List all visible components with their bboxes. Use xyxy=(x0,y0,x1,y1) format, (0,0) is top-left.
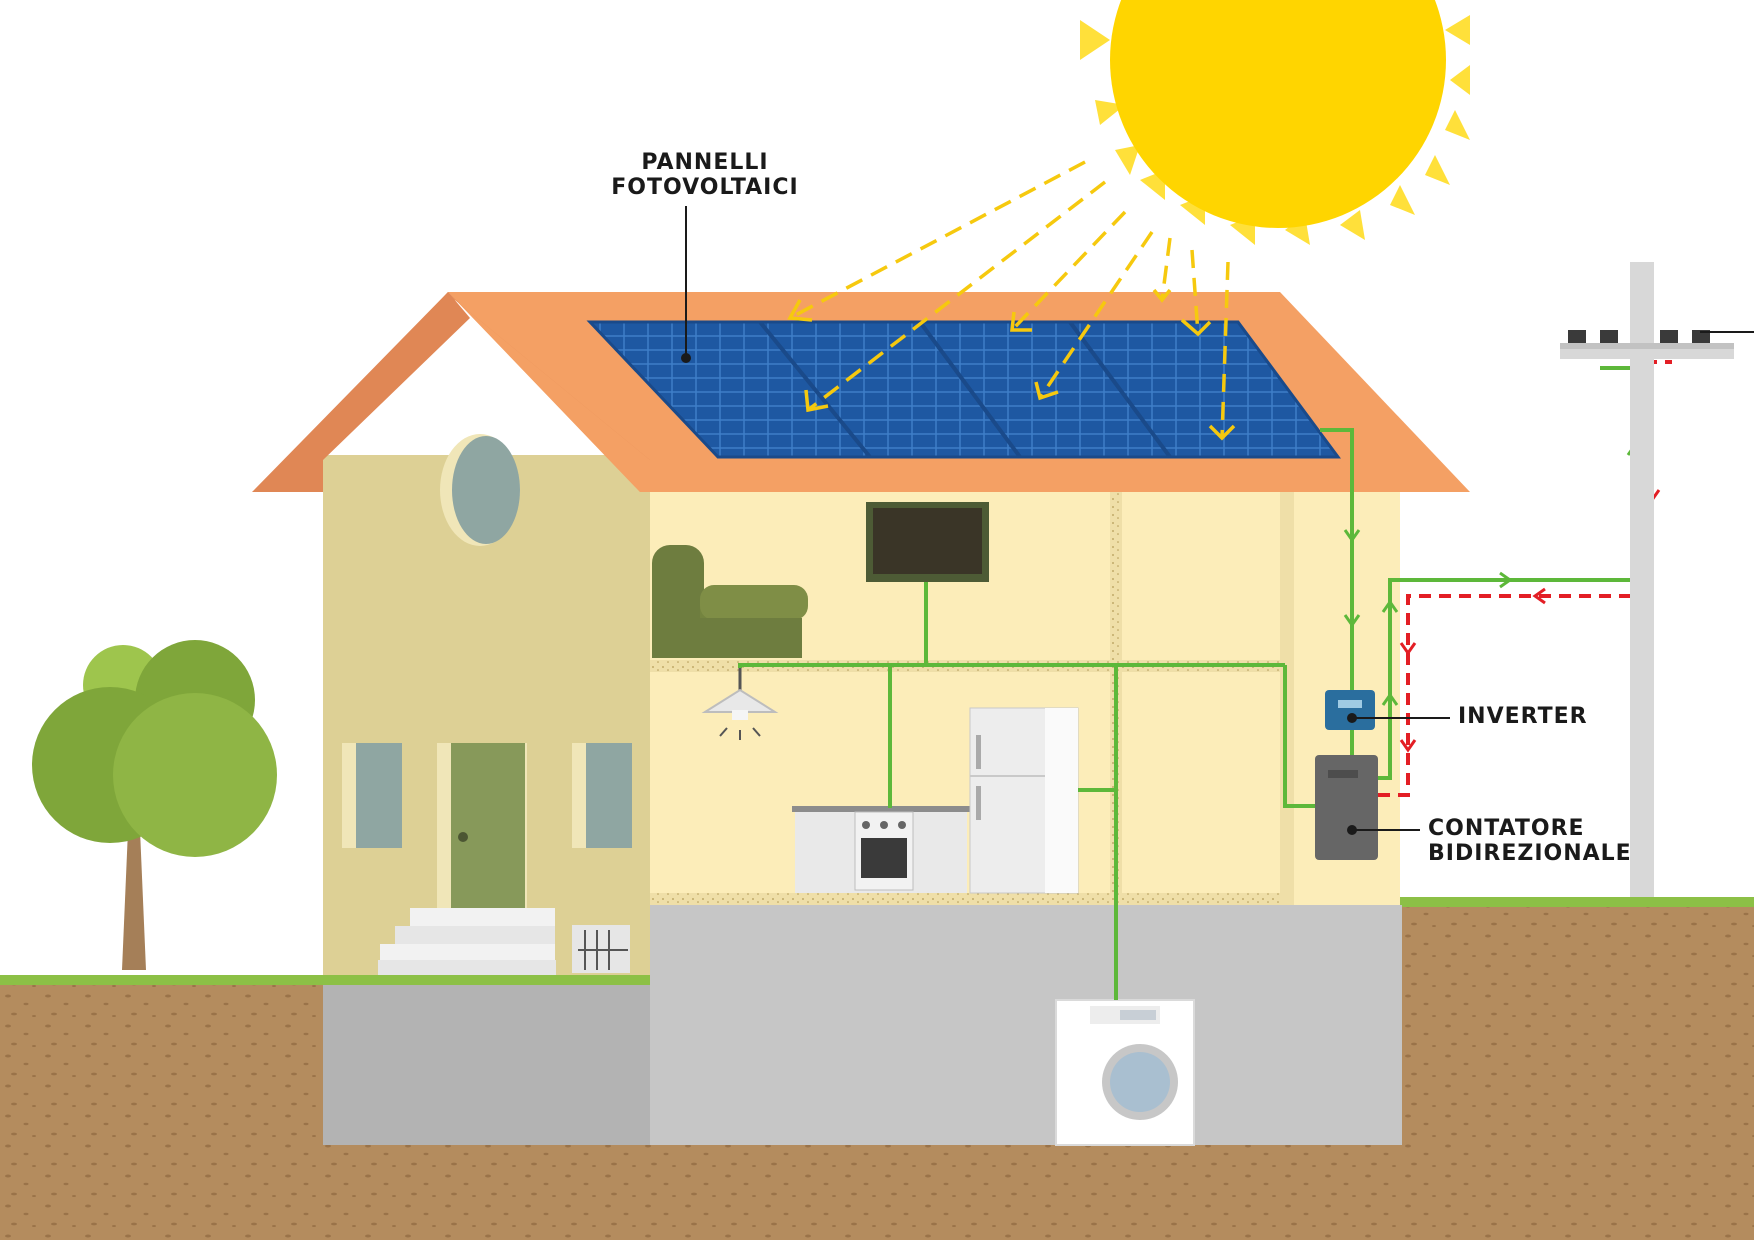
lamp-icon xyxy=(701,666,779,740)
inverter-icon xyxy=(1325,690,1375,730)
solar-panels xyxy=(586,320,1341,459)
tv-icon xyxy=(866,502,989,582)
light-beam-arrowheads xyxy=(787,288,1236,441)
inverter-label: INVERTER xyxy=(1458,704,1588,729)
meter-icon xyxy=(1315,755,1378,860)
utility-pole-icon xyxy=(1560,262,1754,897)
meter-label: CONTATORE BIDIREZIONALE xyxy=(1428,816,1632,867)
light-beams xyxy=(789,160,1230,439)
sun-icon xyxy=(1080,0,1470,245)
fridge-icon xyxy=(969,707,1079,894)
panels-label: PANNELLI FOTOVOLTAICI xyxy=(575,150,835,201)
meter-label-line1: CONTATORE xyxy=(1428,816,1585,841)
stove-icon xyxy=(854,811,914,891)
tree-icon xyxy=(32,640,277,970)
grid-wiring xyxy=(1378,360,1672,797)
energy-wiring xyxy=(738,366,1637,1000)
kitchen xyxy=(792,707,1079,894)
panels-label-line1: PANNELLI xyxy=(641,150,769,175)
washing-machine-icon xyxy=(1055,999,1195,1146)
meter-label-line2: BIDIREZIONALE xyxy=(1428,841,1632,867)
sofa-icon xyxy=(652,545,808,658)
panels-label-line2: FOTOVOLTAICI xyxy=(611,175,799,201)
